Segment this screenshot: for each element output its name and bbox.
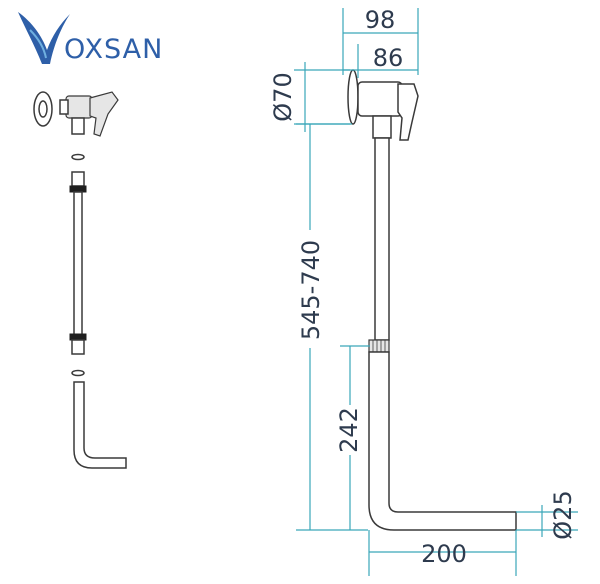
valve-lever	[89, 91, 119, 137]
logo-v-mark	[18, 12, 70, 64]
valve-lever-side	[397, 83, 419, 141]
upper-tube-ring	[69, 185, 87, 193]
dim-width-86: 86	[373, 44, 404, 72]
lower-l-pipe-side	[368, 351, 517, 531]
valve-body	[65, 95, 93, 119]
lower-l-pipe	[73, 381, 127, 469]
dim-rosette-diameter: Ø70	[269, 72, 297, 121]
upper-tube-side	[374, 137, 390, 341]
upper-tube-cap	[71, 171, 85, 187]
middle-connector	[71, 339, 85, 355]
dim-lower-height: 242	[335, 407, 363, 453]
valve-outlet	[71, 117, 85, 135]
valve-inlet	[59, 99, 69, 115]
upper-tube	[73, 191, 83, 343]
brand-logo: OXSAN	[18, 12, 163, 65]
rosette-side	[347, 69, 359, 125]
exploded-view	[33, 91, 127, 469]
brand-name: OXSAN	[64, 34, 163, 65]
logo-swoosh	[29, 29, 47, 59]
dim-depth: 200	[421, 540, 467, 568]
sleeve-side	[368, 339, 390, 353]
rosette-hole	[38, 100, 48, 118]
middle-ring	[69, 333, 87, 341]
assembled-view: 98 86 Ø70 545-740 242 200 Ø25	[269, 6, 578, 576]
washer-bottom	[71, 369, 85, 377]
dim-width-98: 98	[365, 6, 396, 34]
valve-body-side	[357, 81, 403, 117]
washer-top	[71, 153, 85, 161]
valve-outlet-side	[372, 115, 392, 139]
dim-pipe-diameter: Ø25	[549, 490, 577, 539]
dim-height-range: 545-740	[297, 240, 325, 340]
